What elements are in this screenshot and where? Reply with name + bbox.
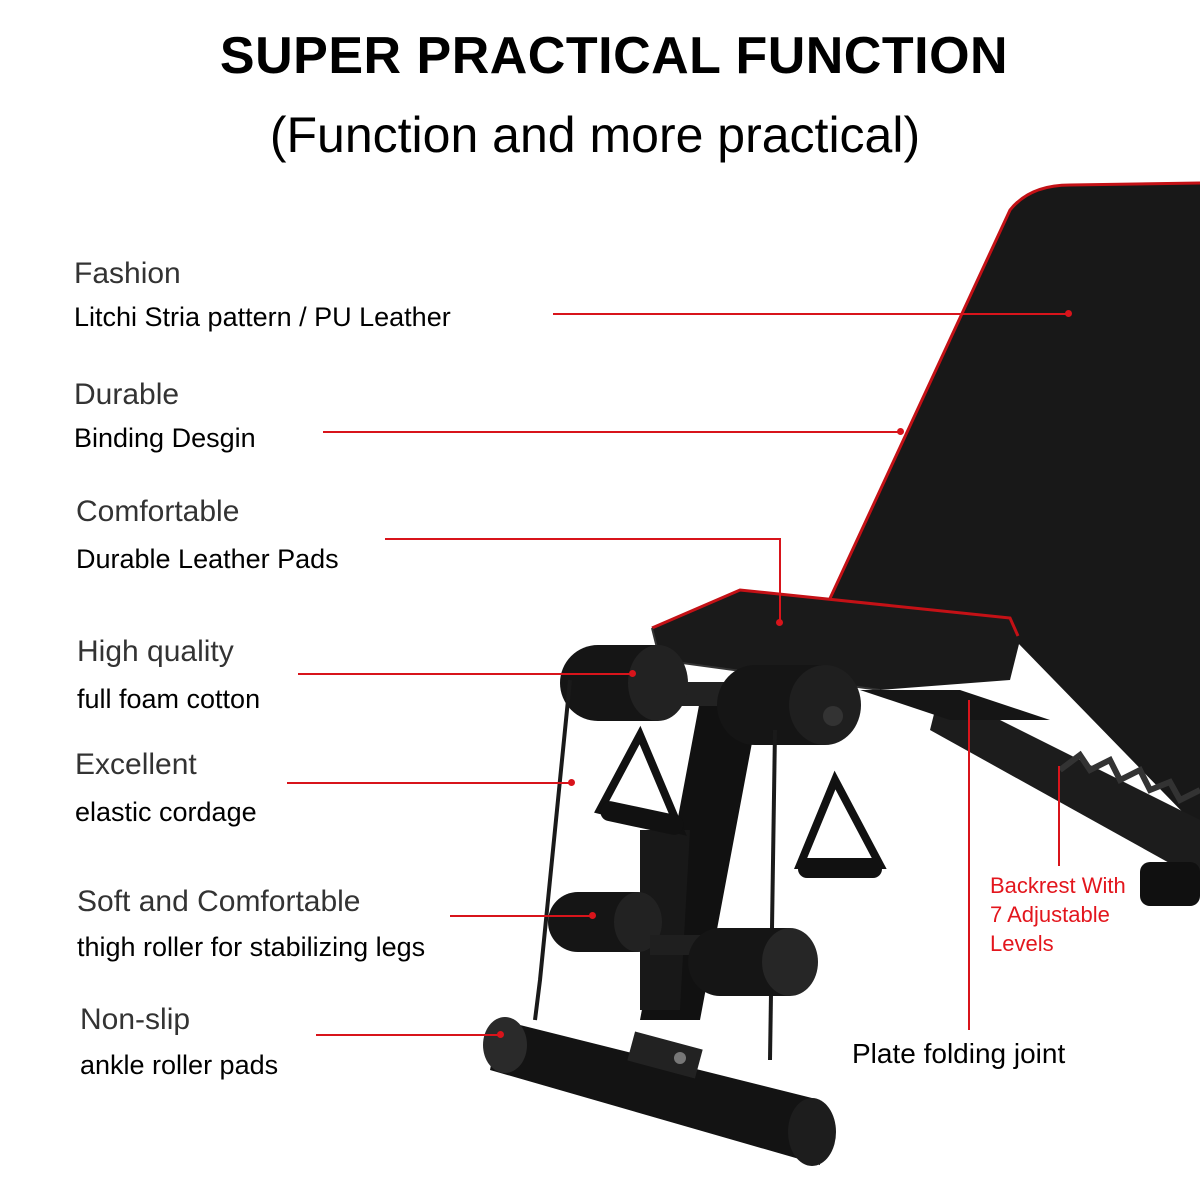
callout-dot-comfortable	[776, 619, 783, 626]
feature-description: thigh roller for stabilizing legs	[77, 932, 426, 962]
callout-line-durable	[323, 431, 901, 433]
callout-line-excellent	[287, 782, 571, 784]
backrest-label: Backrest With 7 Adjustable Levels	[990, 871, 1126, 958]
feature-heading: Non-slip	[80, 1003, 191, 1036]
feature-heading: High quality	[77, 635, 234, 668]
callout-dot-non-slip	[497, 1031, 504, 1038]
feature-heading: Excellent	[75, 748, 197, 781]
callout-dot-fashion	[1065, 310, 1072, 317]
feature-heading: Durable	[74, 378, 180, 411]
feature-description: Binding Desgin	[74, 423, 256, 453]
feature-durable: Durable Binding Desgin	[74, 378, 256, 454]
callout-dot-high-quality	[629, 670, 636, 677]
page-subtitle: (Function and more practical)	[269, 107, 921, 163]
feature-excellent: Excellent elastic cordage	[75, 748, 257, 828]
callout-line-fashion	[553, 313, 1068, 315]
feature-description: elastic cordage	[75, 797, 257, 827]
callout-line-soft	[450, 915, 592, 917]
feature-heading: Soft and Comfortable	[77, 885, 361, 918]
callout-line-non-slip	[316, 1034, 500, 1036]
feature-heading: Comfortable	[76, 495, 240, 528]
callout-line-comfortable	[385, 538, 781, 540]
feature-description: Litchi Stria pattern / PU Leather	[74, 302, 451, 332]
feature-high-quality: High quality full foam cotton	[77, 635, 260, 715]
feature-description: ankle roller pads	[80, 1050, 279, 1080]
feature-non-slip: Non-slip ankle roller pads	[80, 1003, 278, 1081]
callout-line-high-quality	[298, 673, 632, 675]
feature-heading: Fashion	[74, 257, 181, 290]
feature-description: Durable Leather Pads	[76, 544, 339, 574]
feature-description: full foam cotton	[77, 684, 261, 714]
backrest-label-line: Levels	[990, 931, 1054, 956]
page-title: SUPER PRACTICAL FUNCTION	[219, 27, 1009, 85]
callout-vline-backrest	[1058, 766, 1060, 866]
feature-comfortable: Comfortable Durable Leather Pads	[76, 495, 339, 575]
callout-vline-comfortable	[779, 538, 781, 622]
callout-dot-excellent	[568, 779, 575, 786]
backrest-label-line: 7 Adjustable	[990, 902, 1110, 927]
callout-dot-durable	[897, 428, 904, 435]
callout-dot-soft	[589, 912, 596, 919]
plate-joint-label: Plate folding joint	[852, 1038, 1066, 1069]
feature-fashion: Fashion Litchi Stria pattern / PU Leathe…	[74, 257, 451, 333]
feature-soft-comfortable: Soft and Comfortable thigh roller for st…	[77, 885, 425, 963]
callout-vline-joint	[968, 700, 970, 1030]
backrest-label-line: Backrest With	[990, 873, 1126, 898]
